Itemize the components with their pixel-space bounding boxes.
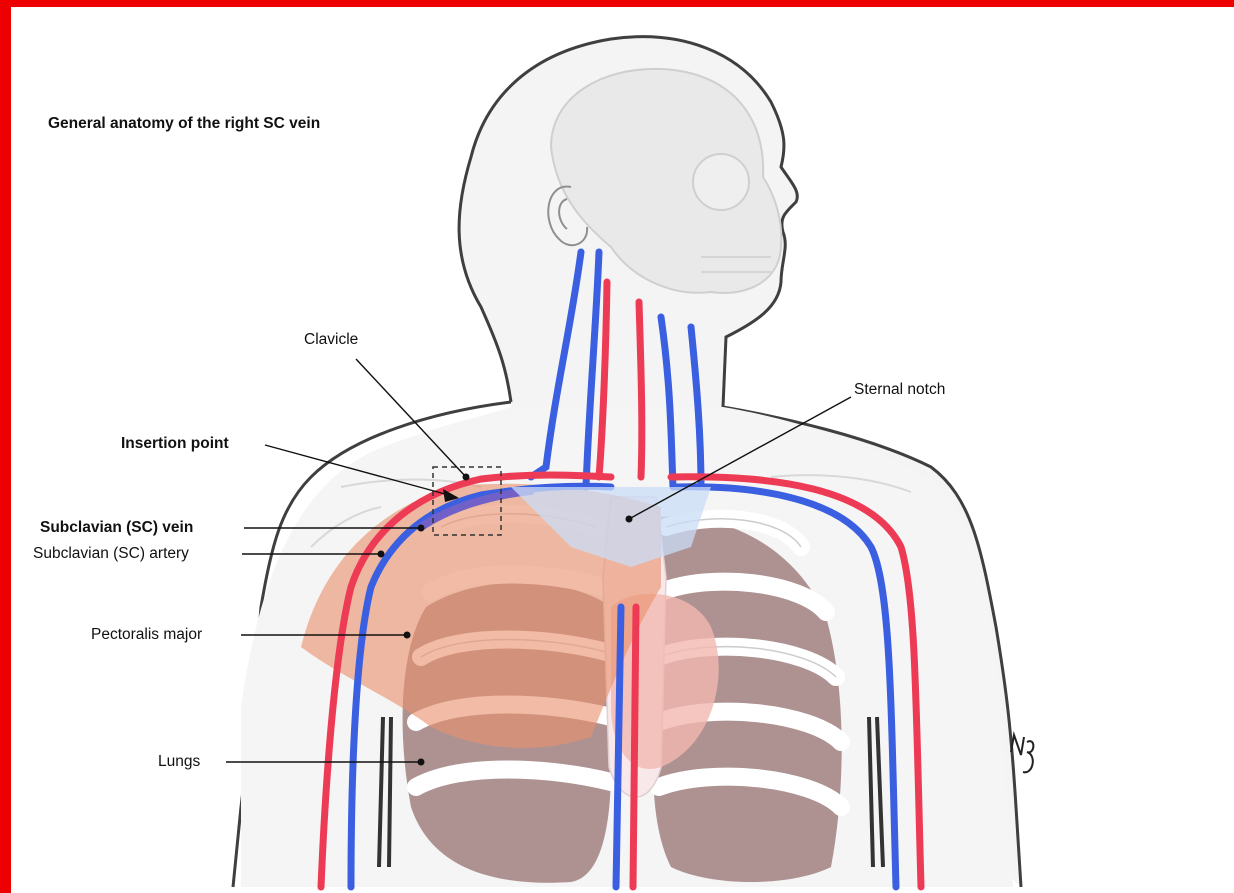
label-pectoralis-major: Pectoralis major [91,626,202,644]
label-subclavian-vein: Subclavian (SC) vein [40,519,193,537]
label-sternal-notch: Sternal notch [854,381,945,399]
label-insertion-point: Insertion point [121,435,229,453]
label-subclavian-artery: Subclavian (SC) artery [33,545,189,563]
diagram-title: General anatomy of the right SC vein [48,115,320,133]
label-lungs: Lungs [158,753,200,771]
label-clavicle: Clavicle [304,331,358,349]
